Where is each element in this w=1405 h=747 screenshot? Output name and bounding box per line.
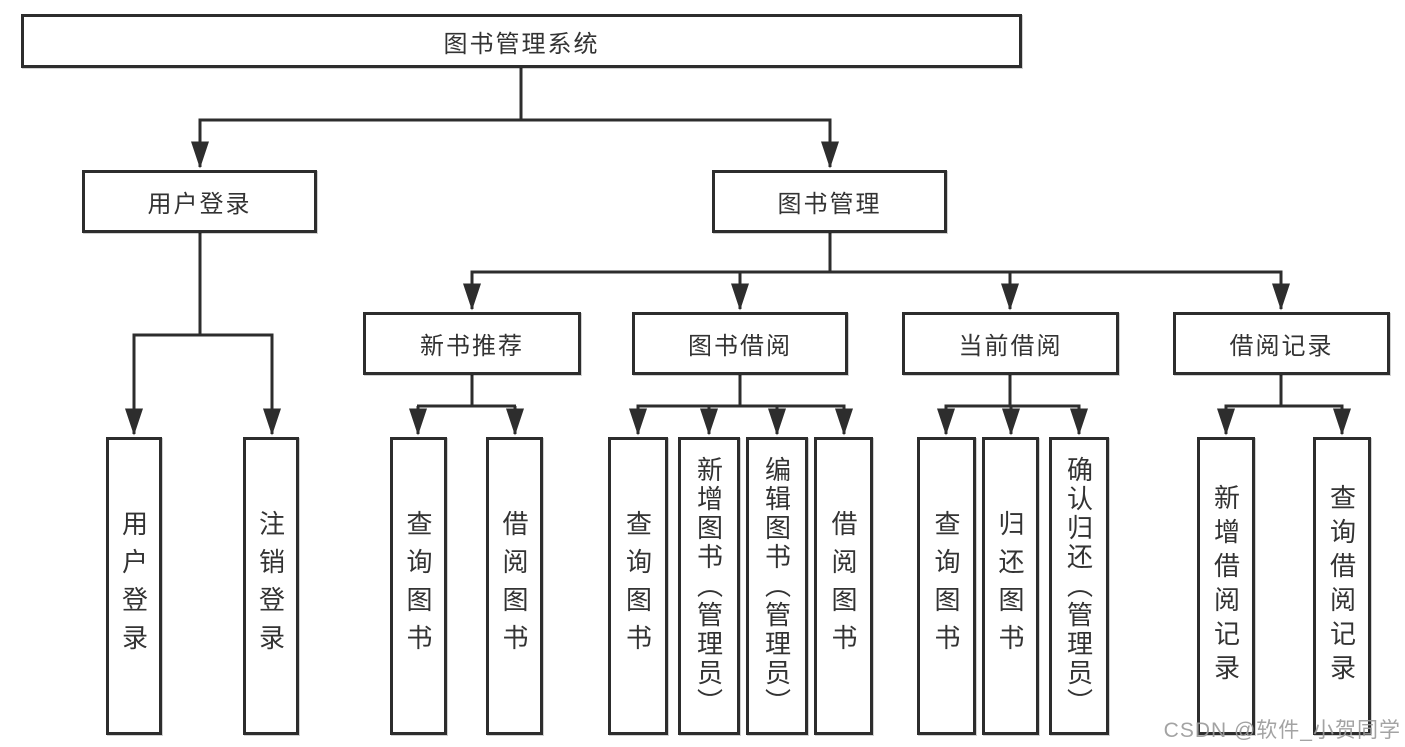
- node-book-borrowing: 图书借阅: [632, 312, 848, 375]
- node-leaf-query-books-borrow: 查询图书: [608, 437, 668, 735]
- node-leaf-query-books-current: 查询图书: [917, 437, 976, 735]
- csdn-watermark: CSDN @软件_小贺同学: [1163, 719, 1401, 742]
- node-book-management: 图书管理: [712, 170, 947, 233]
- node-leaf-confirm-return-admin: 确认归还（管理员）: [1049, 437, 1109, 735]
- node-user-login: 用户登录: [82, 170, 317, 233]
- node-leaf-return-books: 归还图书: [982, 437, 1039, 735]
- node-library-management-system: 图书管理系统: [21, 14, 1022, 68]
- node-new-book-recommendation: 新书推荐: [363, 312, 581, 375]
- node-leaf-add-borrow-record: 新增借阅记录: [1197, 437, 1255, 735]
- node-leaf-borrow-books: 借阅图书: [814, 437, 873, 735]
- node-leaf-query-borrow-record: 查询借阅记录: [1313, 437, 1371, 735]
- node-leaf-query-books-recommend: 查询图书: [390, 437, 447, 735]
- node-leaf-logout: 注销登录: [243, 437, 299, 735]
- node-leaf-add-book-admin: 新增图书（管理员）: [678, 437, 740, 735]
- node-current-borrowing: 当前借阅: [902, 312, 1119, 375]
- node-borrowing-records: 借阅记录: [1173, 312, 1390, 375]
- node-leaf-borrow-books-recommend: 借阅图书: [486, 437, 543, 735]
- node-leaf-edit-book-admin: 编辑图书（管理员）: [746, 437, 808, 735]
- node-leaf-user-login: 用户登录: [106, 437, 162, 735]
